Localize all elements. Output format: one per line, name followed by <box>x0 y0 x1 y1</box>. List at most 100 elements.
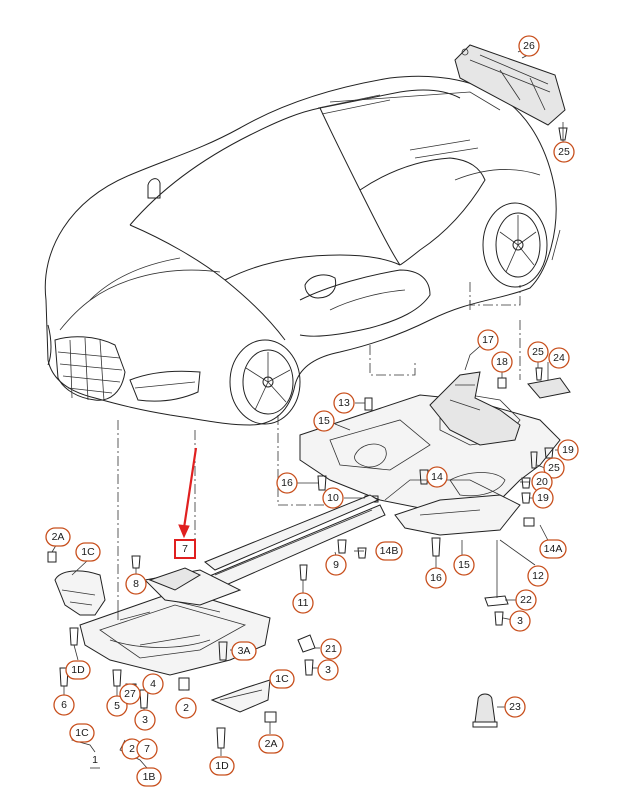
svg-text:3: 3 <box>325 664 331 676</box>
bolt-25-mid <box>530 451 538 469</box>
callout-1D: 1D <box>209 756 235 776</box>
svg-text:25: 25 <box>548 462 560 474</box>
callout-2: 2 <box>175 697 197 719</box>
bolt-25 <box>535 367 543 381</box>
bolt-5 <box>112 669 122 687</box>
callouts: 26 25 17 18 25 24 13 15 14 19 25 20 19 1… <box>45 35 579 787</box>
callout-16: 16 <box>276 472 298 494</box>
callout-14A: 14A <box>539 539 567 559</box>
callout-25: 25 <box>543 457 565 479</box>
bolt-3 <box>139 689 149 709</box>
plug-23 <box>472 693 498 728</box>
callout-27: 27 <box>119 683 141 705</box>
clip-2A-bottom <box>264 711 277 723</box>
callout-2A: 2A <box>45 527 71 547</box>
svg-text:14B: 14B <box>380 545 399 557</box>
bolt-1D <box>69 627 79 646</box>
callout-2A: 2A <box>258 734 284 754</box>
clip-21 <box>297 634 316 653</box>
callout-7: 7 <box>136 738 158 760</box>
svg-text:15: 15 <box>458 559 470 571</box>
bolt-16-b <box>431 537 441 557</box>
svg-text:22: 22 <box>520 594 532 606</box>
nut-14B <box>357 547 367 559</box>
callout-23: 23 <box>504 696 526 718</box>
bolt-16 <box>317 475 327 491</box>
callout-13: 13 <box>333 392 355 414</box>
svg-text:4: 4 <box>150 678 156 690</box>
callout-19: 19 <box>532 487 554 509</box>
svg-text:17: 17 <box>482 334 494 346</box>
part-1C-front-left <box>54 570 106 616</box>
clip-2A <box>47 551 57 563</box>
svg-text:1B: 1B <box>143 771 156 783</box>
svg-text:2: 2 <box>183 702 189 714</box>
svg-text:13: 13 <box>338 397 350 409</box>
svg-text:23: 23 <box>509 701 521 713</box>
svg-text:9: 9 <box>333 559 339 571</box>
bolt-20 <box>521 477 531 489</box>
callout-22: 22 <box>515 589 537 611</box>
part-26-bracket <box>454 44 566 126</box>
svg-text:1C: 1C <box>75 727 89 739</box>
svg-text:15: 15 <box>318 415 330 427</box>
callout-26: 26 <box>518 35 540 57</box>
callout-1B: 1B <box>136 767 162 787</box>
nut-19 <box>521 492 531 504</box>
svg-text:1C: 1C <box>275 673 289 685</box>
callout-10: 10 <box>322 487 344 509</box>
svg-text:10: 10 <box>327 492 339 504</box>
bolt-8 <box>131 555 141 569</box>
callout-8: 8 <box>125 573 147 595</box>
svg-text:14: 14 <box>431 471 443 483</box>
callout-3: 3 <box>134 709 156 731</box>
svg-text:16: 16 <box>281 477 293 489</box>
part-12-15-rear-panel <box>394 494 521 536</box>
callout-1C: 1C <box>69 723 95 743</box>
callout-18: 18 <box>491 351 513 373</box>
svg-text:20: 20 <box>536 476 548 488</box>
callout-15: 15 <box>313 410 335 432</box>
svg-text:19: 19 <box>562 444 574 456</box>
callout-1: 1 <box>90 754 100 769</box>
highlight-box-7: 7 <box>174 539 196 559</box>
highlight-arrow <box>178 447 198 539</box>
bolt-9 <box>337 539 347 554</box>
svg-text:24: 24 <box>553 352 565 364</box>
clip-14A <box>523 517 535 527</box>
svg-text:11: 11 <box>298 597 309 609</box>
clip-13 <box>364 397 373 411</box>
svg-text:18: 18 <box>496 356 508 368</box>
part-24-plate <box>527 377 571 399</box>
bolt-6 <box>59 667 69 687</box>
callout-16: 16 <box>425 567 447 589</box>
bolt-3c <box>304 659 314 676</box>
bolt-14 <box>419 469 429 485</box>
svg-text:21: 21 <box>325 643 337 655</box>
svg-text:1: 1 <box>92 754 98 766</box>
part-9-side-strip <box>199 494 386 593</box>
svg-text:7: 7 <box>144 743 150 755</box>
callout-1D: 1D <box>65 660 91 680</box>
clip-18 <box>497 377 507 389</box>
callout-1C: 1C <box>269 669 295 689</box>
part-1C-front-right <box>210 679 271 713</box>
callout-12: 12 <box>527 565 549 587</box>
callout-20: 20 <box>531 471 553 493</box>
svg-text:2: 2 <box>129 743 135 755</box>
callout-25: 25 <box>527 341 549 363</box>
callout-9: 9 <box>325 554 347 576</box>
callout-11: 11 <box>292 592 314 614</box>
bolt-3A <box>218 641 228 661</box>
callout-3: 3 <box>509 610 531 632</box>
svg-text:1D: 1D <box>71 664 85 676</box>
svg-text:5: 5 <box>114 700 120 712</box>
part-17-cover <box>429 371 521 446</box>
svg-text:14A: 14A <box>544 543 563 555</box>
svg-text:25: 25 <box>532 346 544 358</box>
svg-text:8: 8 <box>133 578 139 590</box>
bolt-3-right <box>494 611 504 626</box>
callout-21: 21 <box>320 638 342 660</box>
callout-19: 19 <box>557 439 579 461</box>
